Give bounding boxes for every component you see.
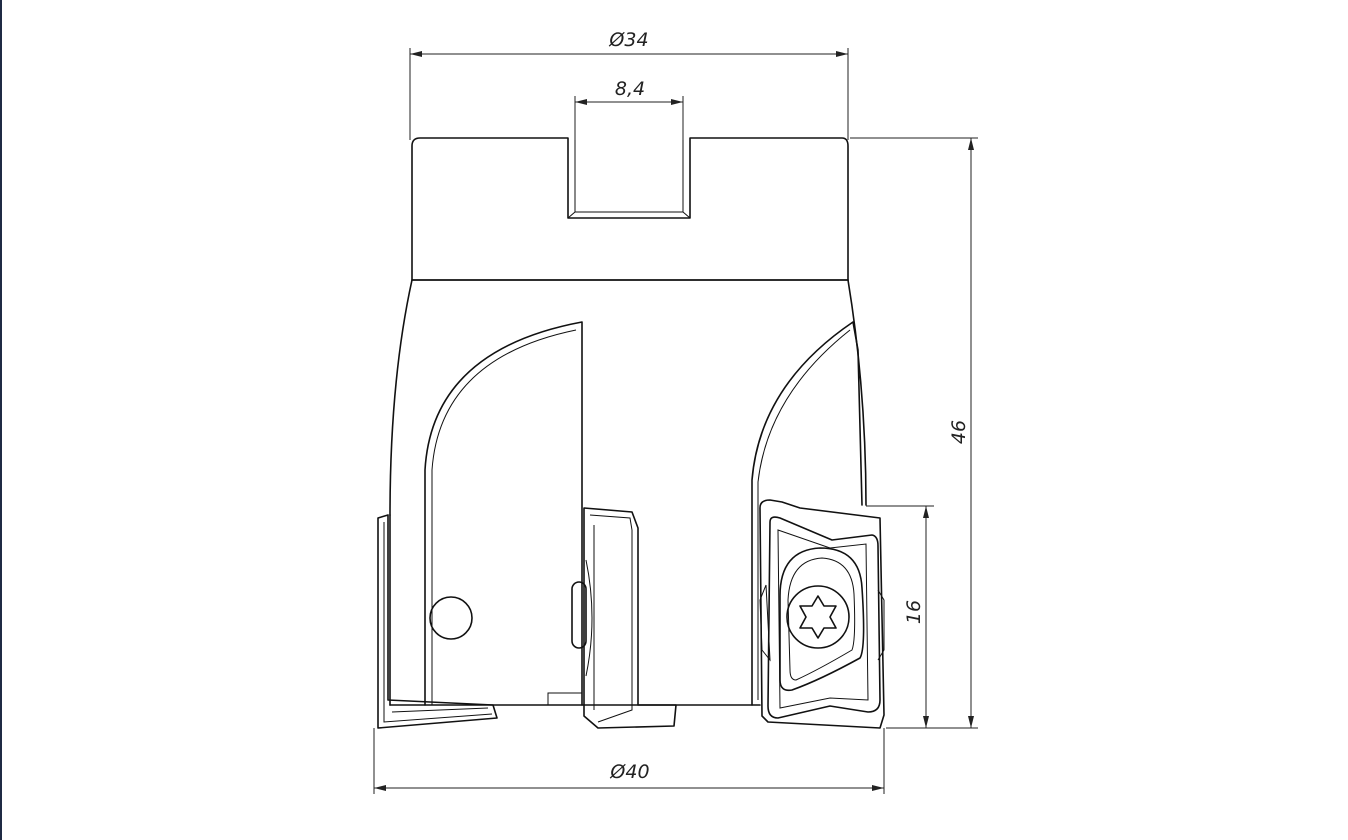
- right-insert: [759, 499, 885, 729]
- dim-cutting-diameter: Ø40: [373, 728, 885, 794]
- dim-slot-width: 8,4: [574, 78, 684, 140]
- insert-clamp: [571, 581, 587, 649]
- shank: [411, 137, 849, 281]
- dim-shank-diameter: Ø34: [409, 29, 849, 140]
- coolant-hole: [429, 596, 473, 640]
- center-insert: [571, 507, 677, 729]
- dim-total-height: 46: [850, 137, 978, 729]
- insert-screw: [786, 585, 850, 649]
- dim-label-shank-diameter: Ø34: [608, 29, 648, 51]
- torx-socket-icon: [799, 595, 837, 639]
- left-insert: [377, 514, 498, 729]
- dim-insert-height: 16: [866, 505, 934, 728]
- dim-label-slot-width: 8,4: [615, 78, 645, 100]
- dim-label-insert-height: 16: [903, 600, 925, 624]
- window-left-border: [0, 0, 2, 840]
- dim-label-cutting-diameter: Ø40: [609, 761, 649, 783]
- dim-label-total-height: 46: [948, 420, 970, 444]
- cutter-body: [389, 279, 867, 706]
